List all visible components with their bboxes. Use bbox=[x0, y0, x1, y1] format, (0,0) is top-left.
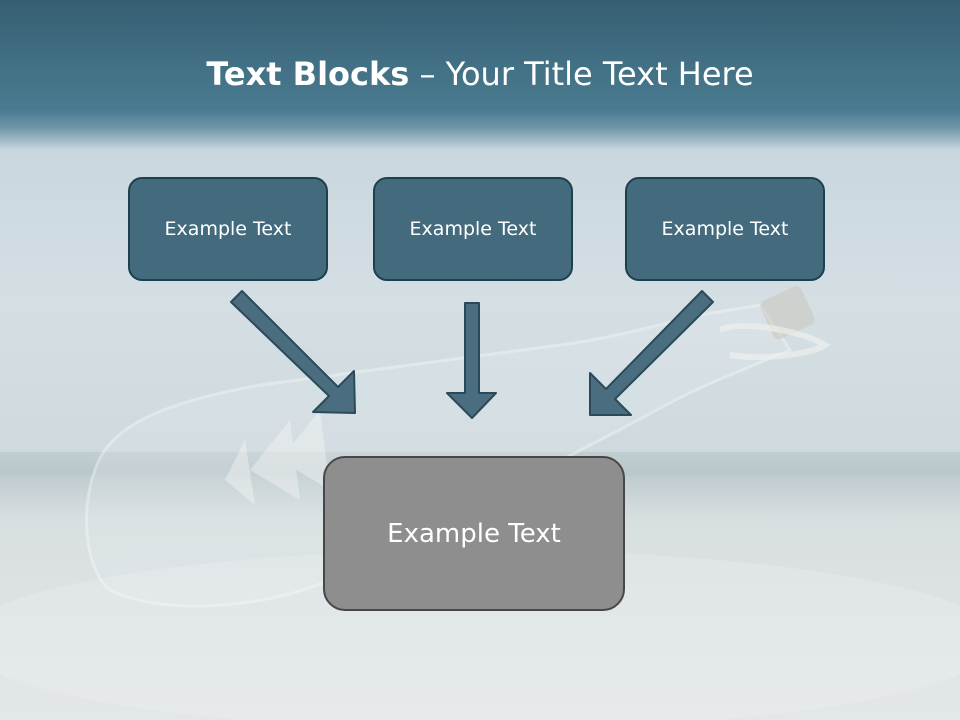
main-text-block[interactable]: Example Text bbox=[323, 456, 625, 611]
arrow-down-left-icon bbox=[589, 290, 714, 416]
text-block-right-label: Example Text bbox=[661, 218, 789, 240]
arrow-down-icon bbox=[446, 302, 497, 419]
text-block-left[interactable]: Example Text bbox=[128, 177, 328, 281]
text-block-center-label: Example Text bbox=[409, 218, 537, 240]
text-block-left-label: Example Text bbox=[164, 218, 292, 240]
text-block-center[interactable]: Example Text bbox=[373, 177, 573, 281]
main-text-block-label: Example Text bbox=[387, 518, 561, 549]
slide-title: Text Blocks – Your Title Text Here bbox=[0, 52, 960, 96]
title-rest-text: Your Title Text Here bbox=[445, 55, 754, 93]
text-block-right[interactable]: Example Text bbox=[625, 177, 825, 281]
title-dash: – bbox=[409, 55, 446, 93]
title-bold-text: Text Blocks bbox=[206, 55, 410, 93]
arrow-down-right-icon bbox=[230, 290, 356, 414]
